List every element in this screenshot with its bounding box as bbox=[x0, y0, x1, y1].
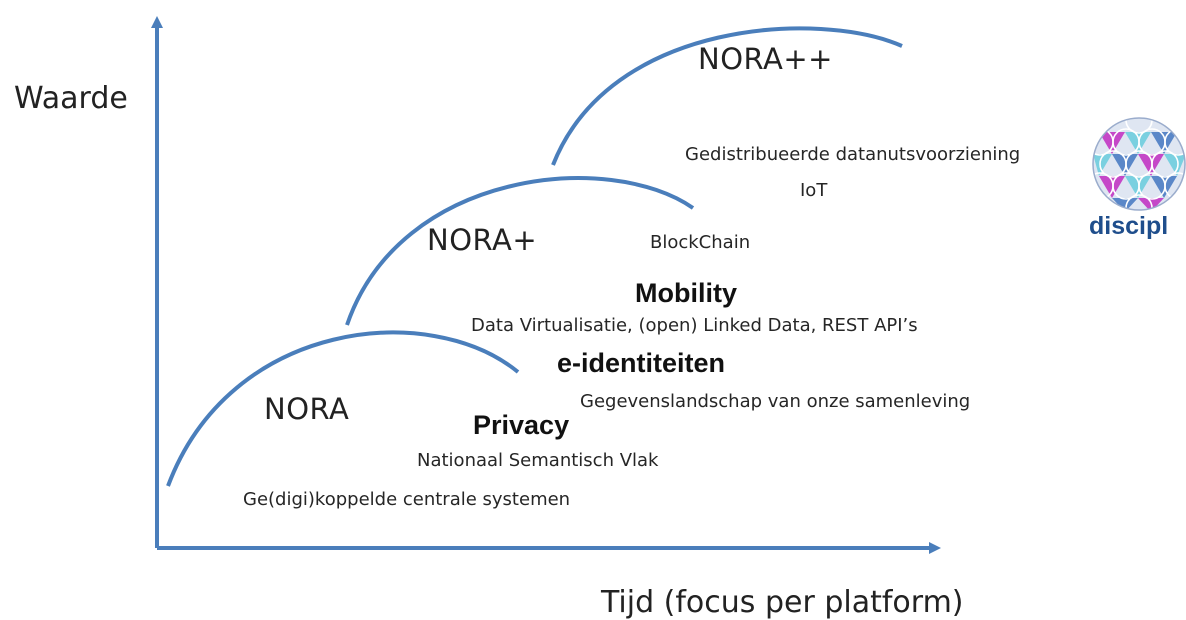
platform-label-nora-plus-plus: NORA++ bbox=[698, 42, 833, 76]
discipl-logo-text: discipl bbox=[1089, 212, 1169, 240]
item-blockchain: BlockChain bbox=[650, 232, 751, 253]
item-e-identiteiten: e-identiteiten bbox=[557, 348, 726, 378]
curve-nora-plus bbox=[345, 176, 695, 326]
item-iot: IoT bbox=[800, 180, 828, 201]
curve-nora-plus-plus bbox=[551, 26, 903, 166]
x-axis-label: Tijd (focus per platform) bbox=[601, 585, 964, 620]
item-data-virtualisatie: Data Virtualisatie, (open) Linked Data, … bbox=[471, 315, 918, 336]
item-mobility: Mobility bbox=[635, 278, 737, 308]
item-privacy: Privacy bbox=[473, 410, 570, 440]
curve-nora bbox=[166, 330, 520, 487]
item-gegevenslandschap: Gegevenslandschap van onze samenleving bbox=[580, 391, 971, 412]
y-axis-label: Waarde bbox=[14, 81, 128, 116]
item-gedistribueerde: Gedistribueerde datanutsvoorziening bbox=[685, 144, 1021, 165]
platform-label-nora: NORA bbox=[264, 392, 350, 426]
discipl-logo bbox=[1092, 117, 1186, 211]
item-semantisch-vlak: Nationaal Semantisch Vlak bbox=[417, 450, 659, 471]
item-gekoppelde-systemen: Ge(digi)koppelde centrale systemen bbox=[243, 489, 571, 510]
platform-label-nora-plus: NORA+ bbox=[427, 223, 538, 257]
